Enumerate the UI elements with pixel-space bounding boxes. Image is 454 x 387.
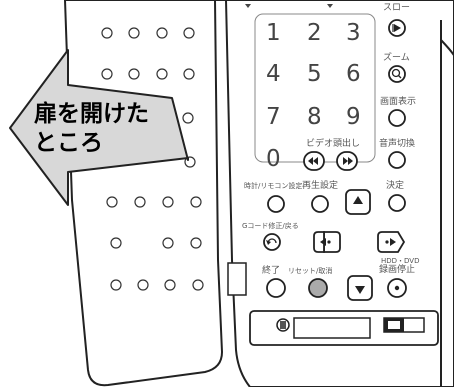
label-record-stop: 録画停止 [379, 265, 416, 275]
arrow-caption-line1: 扉を開けた [34, 101, 149, 127]
label-clock-remote: 時計/リモコン設定 [244, 182, 303, 190]
arrow-caption-line2: ところ [34, 130, 103, 156]
label-reset-cancel: リセット/取消 [288, 267, 333, 275]
reset-cancel-button [308, 278, 328, 298]
zoom-icon [391, 68, 401, 78]
key-1: 1 [266, 20, 281, 46]
label-slow: スロー [383, 3, 411, 13]
key-0: 0 [266, 146, 281, 172]
skip-forward-icon [343, 157, 353, 165]
label-end: 終了 [262, 266, 281, 276]
label-screen-display: 画面表示 [380, 97, 417, 107]
cursor-left-icon [320, 238, 326, 246]
key-4: 4 [266, 61, 281, 87]
opened-door-arrow [9, 49, 189, 206]
triangle-up-icon [353, 196, 363, 204]
circle-stop-icon [394, 285, 400, 291]
clock-remote-button [267, 195, 285, 213]
key-5: 5 [307, 61, 322, 87]
skip-back-icon [308, 157, 318, 165]
door-dot-pattern [101, 27, 204, 291]
key-6: 6 [346, 61, 361, 87]
label-audio-switch: 音声切換 [379, 139, 416, 149]
cursor-left-button [323, 231, 341, 253]
key-7: 7 [266, 104, 281, 130]
key-3: 3 [346, 20, 361, 46]
end-button [266, 278, 286, 298]
slow-play-icon [394, 24, 401, 32]
cursor-right-icon [390, 238, 396, 246]
playback-setting-button [311, 195, 329, 213]
key-9: 9 [346, 104, 361, 130]
label-playback-setting: 再生設定 [302, 181, 339, 191]
label-hdd-dvd: HDD・DVD [381, 257, 420, 265]
label-video-cue: ビデオ頭出し [306, 139, 361, 149]
key-2: 2 [307, 20, 322, 46]
door-panel [63, 0, 224, 387]
triangle-down-icon [355, 286, 365, 294]
label-g-code: Gコード修正/戻る [242, 222, 299, 230]
label-enter: 決定 [386, 181, 405, 191]
label-zoom: ズーム [383, 53, 410, 63]
key-8: 8 [307, 104, 322, 130]
hinge-tab [227, 262, 247, 296]
